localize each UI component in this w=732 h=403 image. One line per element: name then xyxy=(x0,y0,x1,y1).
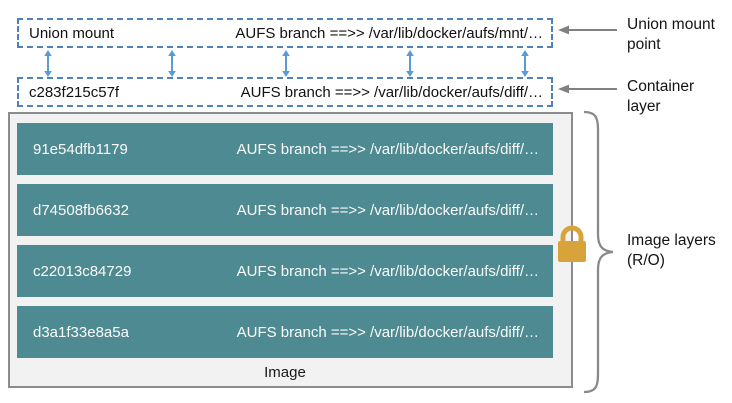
label-line: Container xyxy=(627,78,695,95)
layer-id: 91e54dfb1179 xyxy=(33,140,128,158)
double-arrow-icon xyxy=(521,50,529,77)
layer-id: d74508fb6632 xyxy=(33,201,129,219)
arrow-left-icon xyxy=(558,25,617,35)
image-label: Image xyxy=(264,364,306,381)
double-arrow-icon xyxy=(168,50,176,77)
container-layer-id: c283f215c57f xyxy=(29,83,120,101)
container-layer-box: c283f215c57f AUFS branch ==>> /var/lib/d… xyxy=(17,77,553,107)
union-mount-box: Union mount AUFS branch ==>> /var/lib/do… xyxy=(17,18,553,48)
label-line: Image layers xyxy=(627,232,716,249)
layer-id: d3a1f33e8a5a xyxy=(33,323,129,341)
double-arrow-icon xyxy=(406,50,414,77)
image-layer-row: c22013c84729 AUFS branch ==>> /var/lib/d… xyxy=(17,245,553,297)
union-mount-point-label: Union mount point xyxy=(627,15,715,55)
image-layer-row: d74508fb6632 AUFS branch ==>> /var/lib/d… xyxy=(17,184,553,236)
double-arrow-icon xyxy=(282,50,290,77)
label-line: Union mount xyxy=(627,16,715,33)
union-mount-label: Union mount xyxy=(29,24,115,42)
layer-id: c22013c84729 xyxy=(33,262,132,280)
image-box: 91e54dfb1179 AUFS branch ==>> /var/lib/d… xyxy=(8,112,573,388)
image-layers-label: Image layers (R/O) xyxy=(627,231,716,271)
double-arrow-icon xyxy=(44,50,52,77)
brace-icon xyxy=(583,110,614,394)
layer-path: AUFS branch ==>> /var/lib/docker/aufs/di… xyxy=(236,323,539,341)
lock-icon xyxy=(558,225,586,262)
union-mount-path: AUFS branch ==>> /var/lib/docker/aufs/mn… xyxy=(235,24,543,42)
label-line: point xyxy=(627,36,661,53)
container-layer-path: AUFS branch ==>> /var/lib/docker/aufs/di… xyxy=(240,83,543,101)
container-layer-label: Container layer xyxy=(627,77,694,117)
layer-path: AUFS branch ==>> /var/lib/docker/aufs/di… xyxy=(236,140,539,158)
image-layer-row: 91e54dfb1179 AUFS branch ==>> /var/lib/d… xyxy=(17,123,553,175)
label-line: (R/O) xyxy=(627,252,665,269)
arrow-left-icon xyxy=(558,84,617,94)
layer-path: AUFS branch ==>> /var/lib/docker/aufs/di… xyxy=(236,201,539,219)
layer-path: AUFS branch ==>> /var/lib/docker/aufs/di… xyxy=(236,262,539,280)
image-layer-row: d3a1f33e8a5a AUFS branch ==>> /var/lib/d… xyxy=(17,306,553,358)
label-line: layer xyxy=(627,98,661,115)
